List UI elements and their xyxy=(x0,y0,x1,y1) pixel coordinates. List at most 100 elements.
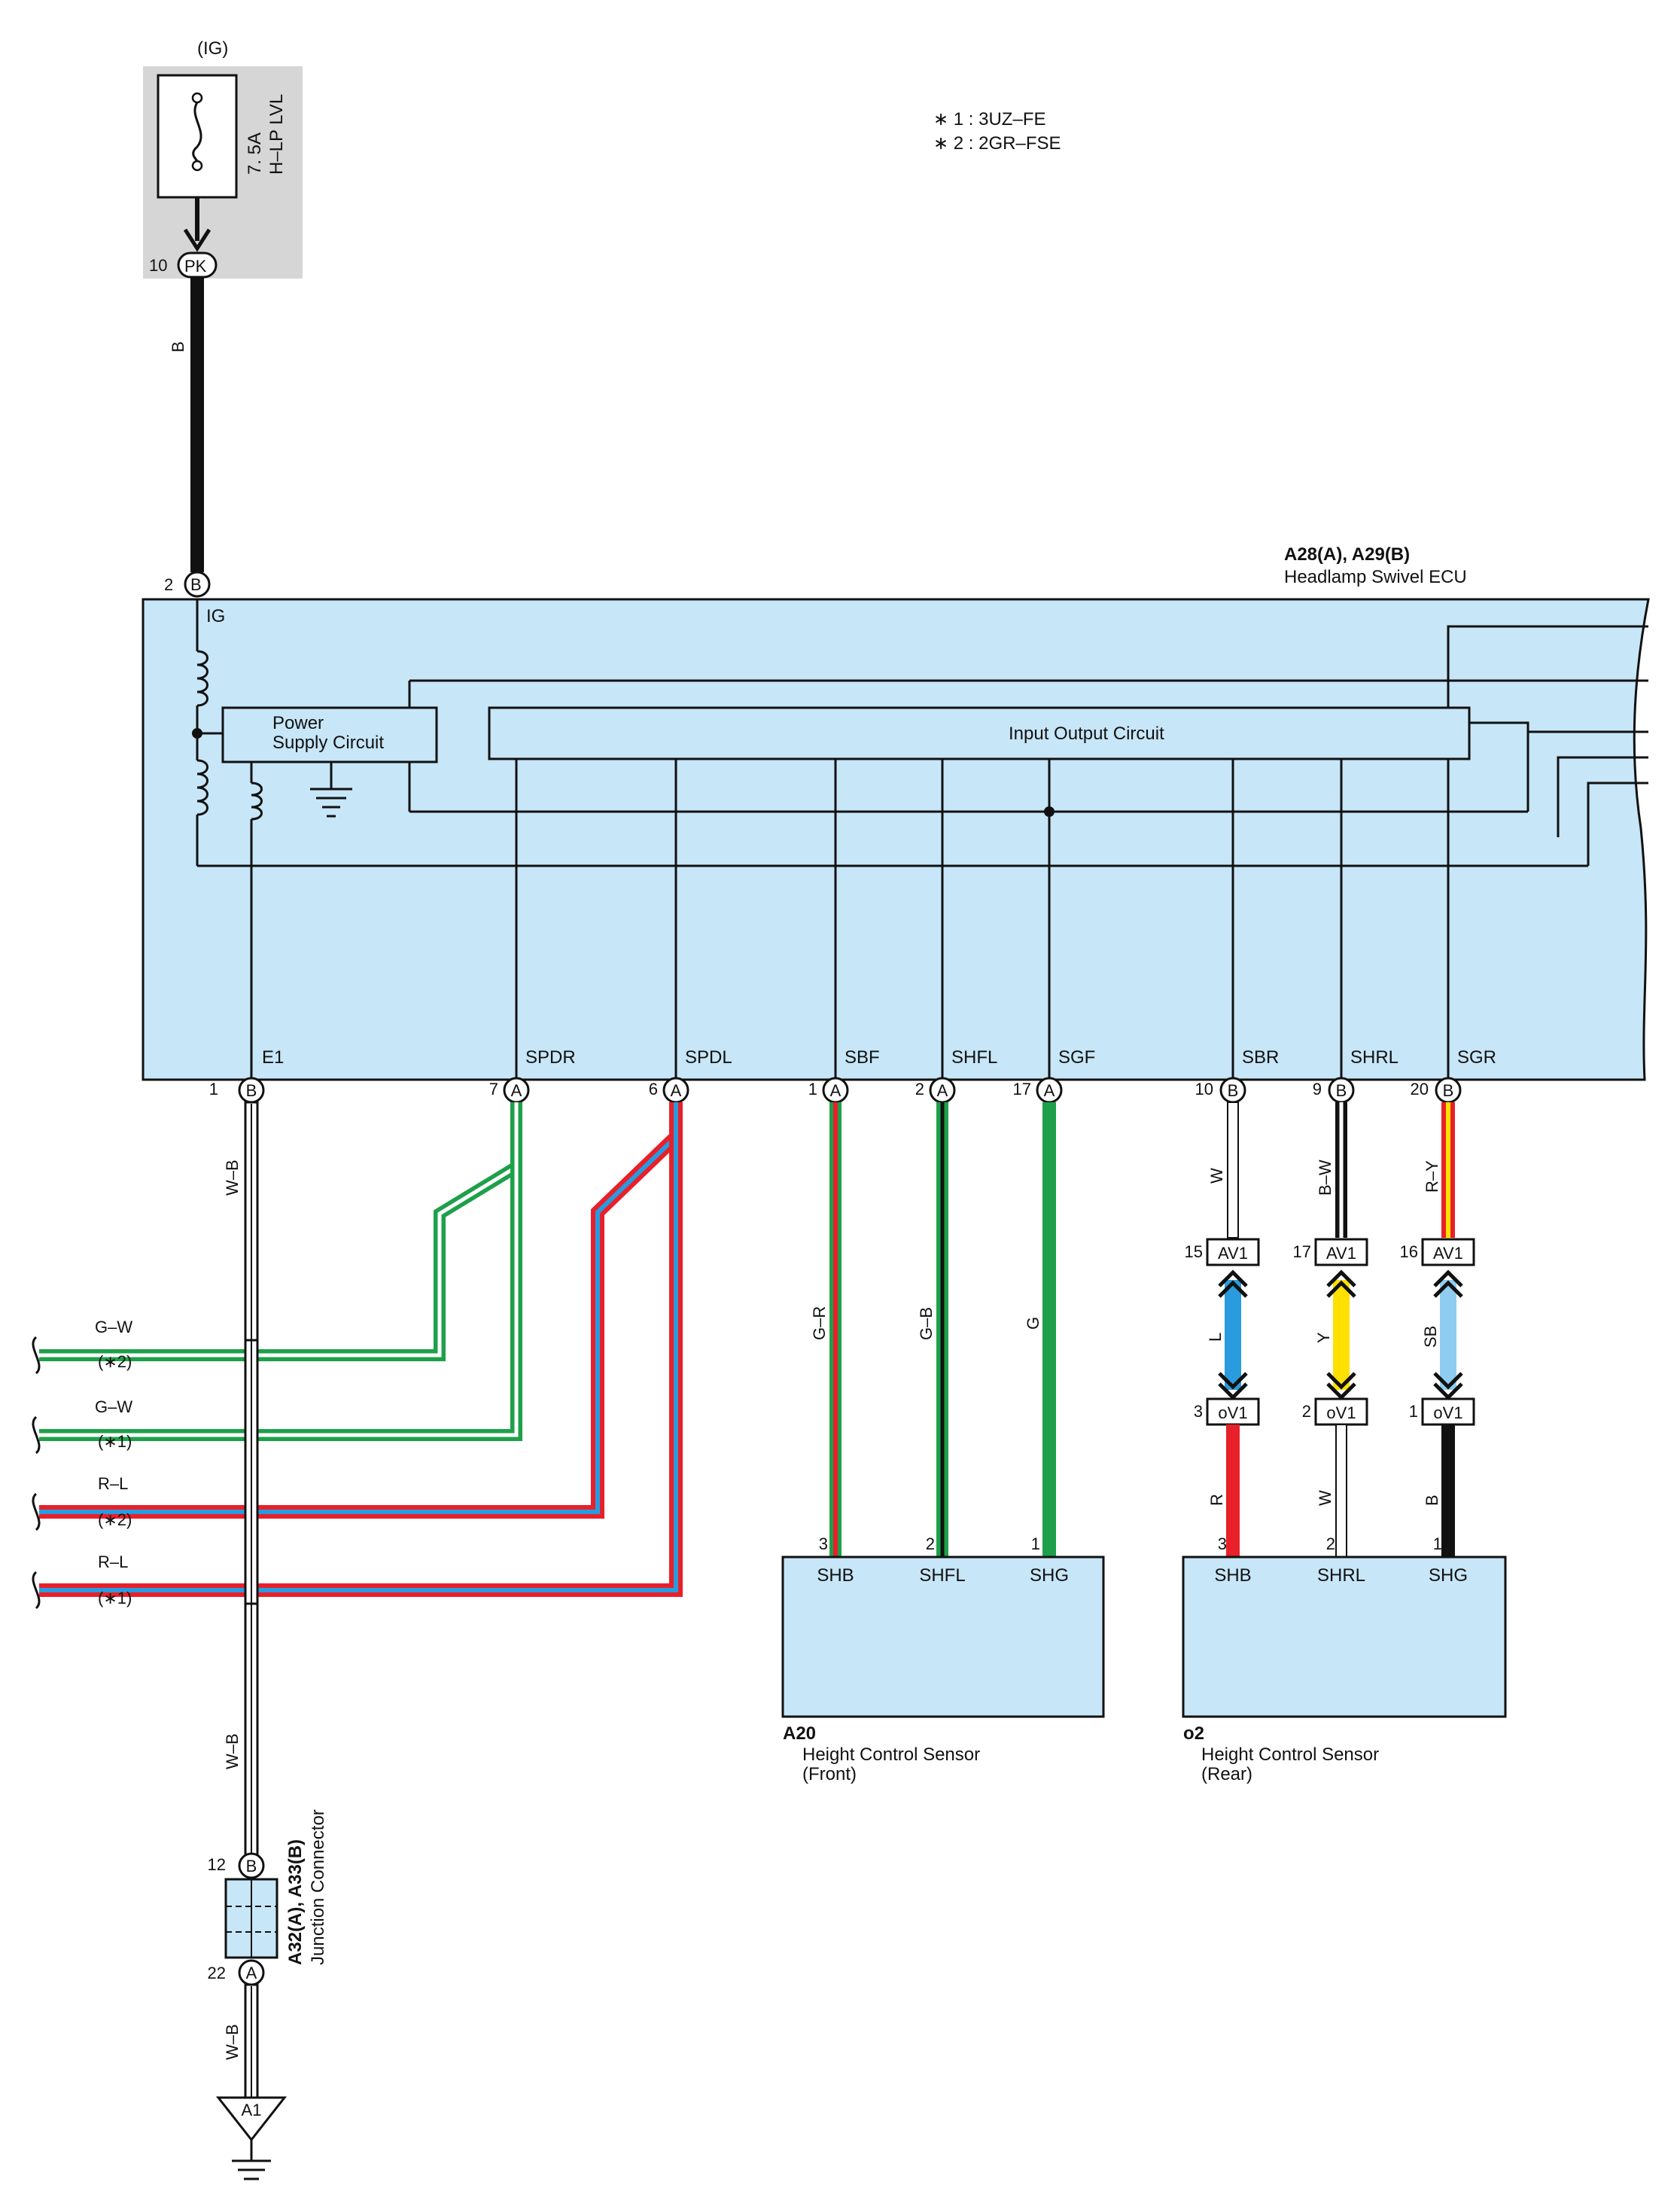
svg-text:A: A xyxy=(937,1081,948,1100)
wire-label-y: Y xyxy=(1314,1332,1333,1343)
svg-text:9: 9 xyxy=(1313,1080,1322,1098)
svg-text:1: 1 xyxy=(1433,1534,1442,1553)
av1-connectors: 15 AV1 17 AV1 16 AV1 xyxy=(1185,1238,1475,1266)
chevron-up-icon xyxy=(1218,1269,1248,1298)
rear-mid-wires: L Y SB xyxy=(1206,1269,1463,1400)
wire-label-wb3: W–B xyxy=(223,2024,242,2060)
term-e1: E1 xyxy=(262,1047,284,1068)
svg-text:B: B xyxy=(1228,1081,1239,1100)
svg-text:10: 10 xyxy=(1195,1080,1213,1098)
chevron-down-icon xyxy=(1218,1372,1248,1400)
side-wire-1-label: G–W xyxy=(95,1318,132,1336)
wire-label-bw: B–W xyxy=(1316,1159,1335,1196)
front-sensor-code: A20 xyxy=(783,1723,816,1744)
svg-text:B: B xyxy=(246,1081,257,1100)
side-wire-2-note: (∗1) xyxy=(98,1432,132,1451)
jc-code: A32(A), A33(B) xyxy=(285,1839,306,1965)
svg-text:1: 1 xyxy=(209,1080,218,1098)
svg-text:16: 16 xyxy=(1400,1242,1418,1261)
ecu-ig-pin: 2 xyxy=(164,575,173,594)
svg-text:A: A xyxy=(1044,1081,1055,1100)
side-wire-1-note: (∗2) xyxy=(98,1352,132,1371)
svg-text:6: 6 xyxy=(649,1080,658,1098)
wire-label-b2: B xyxy=(1423,1495,1441,1506)
ov1-connectors: 3 oV1 2 oV1 1 oV1 xyxy=(1194,1397,1475,1426)
wire-label-sb: SB xyxy=(1421,1326,1440,1348)
wire-label-l: L xyxy=(1206,1333,1225,1342)
wire-label-gr: G–R xyxy=(810,1306,829,1340)
side-wire-4-note: (∗1) xyxy=(98,1589,132,1607)
svg-text:SHG: SHG xyxy=(1429,1565,1468,1586)
svg-text:17: 17 xyxy=(1013,1080,1031,1098)
svg-text:7: 7 xyxy=(489,1080,498,1098)
rear-sensor-name: Height Control Sensor xyxy=(1201,1744,1379,1765)
svg-text:AV1: AV1 xyxy=(1218,1244,1248,1263)
fuse-block: (IG) 7. 5A H–LP LVL 10 PK xyxy=(143,38,303,279)
svg-text:17: 17 xyxy=(1293,1242,1311,1261)
fuse-pin: 10 xyxy=(149,256,167,275)
rear-bottom-wires: R W B xyxy=(1207,1424,1455,1558)
junction-connector: 12 B 22 A A32(A), A33(B) Junction Connec… xyxy=(208,1809,328,1986)
svg-text:A: A xyxy=(511,1081,522,1100)
psc-line1: Power xyxy=(272,713,324,733)
svg-text:SHG: SHG xyxy=(1030,1565,1069,1586)
side-wire-2-label: G–W xyxy=(95,1397,132,1416)
wire-label-wb2: W–B xyxy=(223,1733,242,1769)
wire-spdl-rl xyxy=(39,1102,683,1597)
relay-coil-icon-2 xyxy=(196,759,208,816)
side-wire-3-label: R–L xyxy=(98,1474,128,1493)
chevron-down-icon-2 xyxy=(1326,1372,1356,1400)
svg-text:A: A xyxy=(830,1081,842,1100)
svg-text:22: 22 xyxy=(208,1964,226,1982)
svg-text:2: 2 xyxy=(1302,1402,1311,1421)
svg-text:3: 3 xyxy=(1194,1402,1203,1421)
svg-text:1: 1 xyxy=(808,1080,817,1098)
note-3uz: ∗ 1 : 3UZ–FE xyxy=(933,109,1045,130)
ground-coil-icon xyxy=(251,782,263,821)
arrow-down-icon xyxy=(183,228,212,252)
svg-text:3: 3 xyxy=(819,1534,828,1553)
relay-coil-icon xyxy=(196,650,208,707)
fuse-name: H–LP LVL xyxy=(266,94,287,175)
wire-label-w2: W xyxy=(1316,1490,1335,1506)
term-shrl: SHRL xyxy=(1350,1047,1398,1068)
svg-text:B: B xyxy=(1336,1081,1347,1100)
svg-text:SHB: SHB xyxy=(817,1565,854,1586)
svg-text:3: 3 xyxy=(1218,1534,1227,1553)
term-sgf: SGF xyxy=(1058,1047,1095,1068)
ecu-ig-conn: B xyxy=(190,575,202,594)
front-sensor-pos: (Front) xyxy=(802,1764,857,1784)
svg-text:2: 2 xyxy=(926,1534,935,1553)
wire-label-g: G xyxy=(1024,1317,1042,1330)
chevron-down-icon-3 xyxy=(1433,1372,1463,1400)
svg-text:12: 12 xyxy=(208,1855,226,1874)
side-wire-4-label: R–L xyxy=(98,1552,128,1571)
term-spdr: SPDR xyxy=(525,1047,576,1068)
svg-text:AV1: AV1 xyxy=(1433,1244,1463,1263)
ecu-code: A28(A), A29(B) xyxy=(1284,544,1410,565)
svg-text:2: 2 xyxy=(915,1080,924,1098)
svg-text:20: 20 xyxy=(1411,1080,1429,1098)
svg-text:1: 1 xyxy=(1409,1402,1418,1421)
chevron-up-icon-3 xyxy=(1433,1269,1463,1298)
term-sbf: SBF xyxy=(845,1047,880,1068)
svg-text:oV1: oV1 xyxy=(1326,1403,1356,1422)
front-sensor-name: Height Control Sensor xyxy=(802,1744,980,1765)
ioc-label: Input Output Circuit xyxy=(1009,724,1164,744)
term-shfl: SHFL xyxy=(951,1047,997,1068)
rear-top-wires: W B–W R–Y xyxy=(1207,1102,1455,1239)
wire-label-w: W xyxy=(1207,1168,1226,1184)
pin-sgf: 17 A xyxy=(1013,1077,1063,1104)
wire-spdr-gw xyxy=(39,1102,522,1441)
jc-name: Junction Connector xyxy=(308,1809,328,1965)
term-sbr: SBR xyxy=(1242,1047,1279,1068)
rear-sensor-code: o2 xyxy=(1183,1723,1204,1744)
fuse-icon xyxy=(192,102,202,162)
